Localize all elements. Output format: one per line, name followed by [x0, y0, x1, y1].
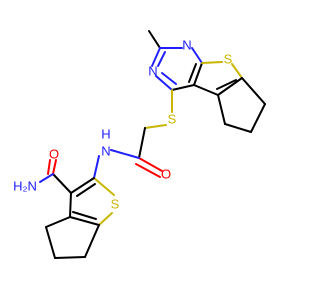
- bond-c2-n3: [151, 47, 161, 67]
- bond-cp2-d: [84, 224, 100, 258]
- bond-c3-c2-double: [76, 183, 96, 197]
- bond-cp1-c: [224, 123, 252, 133]
- atom-nh2-carboxamide: H₂N: [13, 179, 37, 194]
- bond-c3-carbonyl: [52, 173, 72, 194]
- bond-co-o-double: [135, 163, 161, 178]
- bond-c3a-c3: [69, 192, 72, 218]
- bond-c4-n3-double: [161, 72, 177, 85]
- bond-cp2-c: [54, 256, 86, 259]
- bond-nh-c2: [93, 155, 100, 179]
- bond-c4b-c4a: [193, 84, 219, 96]
- bond-c7a-c4b-double: [216, 79, 237, 90]
- bond-cp2-a: [45, 216, 71, 228]
- bond-cp1-b: [250, 103, 266, 133]
- bond-carbonyl-o-double: [47, 159, 51, 175]
- bond-s-bottom-c7a: [98, 212, 113, 226]
- atom-o-carboxamide: O: [49, 147, 59, 162]
- bond-c8a-c4a-double: [188, 63, 197, 83]
- atom-s-linker: S: [168, 112, 177, 127]
- bond-c2-n3-double: [157, 51, 166, 67]
- bond-cp2-b: [45, 226, 56, 259]
- atom-labels: N N S S O N H S O H₂N: [13, 38, 233, 212]
- atom-o-amide: O: [161, 167, 171, 182]
- bond-n1-c8a: [191, 47, 203, 64]
- bond-c7a-c4b: [217, 77, 243, 96]
- atom-n-amide: N: [101, 144, 110, 159]
- bond-carbonyl-o: [52, 159, 57, 175]
- bond-co-nh: [110, 149, 140, 159]
- atom-h-amide: H: [101, 127, 110, 142]
- atom-n-pyrimidine-left: N: [148, 64, 157, 79]
- atom-s-thiophene-bottom: S: [111, 197, 120, 212]
- bond-s-top-c7a: [231, 63, 243, 79]
- bond-c2-s-bottom: [93, 177, 115, 196]
- bond-ch2-co: [138, 127, 146, 159]
- bond-carbonyl-nh2: [39, 173, 54, 183]
- bond-cp1-a: [241, 77, 266, 105]
- bond-co-o: [138, 157, 163, 172]
- atom-s-thiophene-top: S: [224, 52, 233, 67]
- atom-n-pyrimidine-top: N: [182, 38, 191, 53]
- bond-c8a-s-top: [201, 61, 223, 64]
- bond-c4a-c4: [171, 84, 195, 91]
- molecule-structure-diagram: N N S S O N H S O H₂N: [13, 30, 266, 259]
- bond-methyl: [148, 30, 161, 49]
- bond-c7a-c3a: [69, 216, 100, 226]
- bond-c7a-c3a-double: [72, 211, 97, 220]
- bond-c3-c2: [70, 177, 95, 194]
- bond-s-linker-ch2: [144, 124, 167, 129]
- bond-lines: [39, 30, 266, 259]
- bond-c8a-c4a: [193, 62, 203, 86]
- bond-c4-n3: [155, 75, 173, 91]
- bond-cp1-d: [217, 94, 226, 125]
